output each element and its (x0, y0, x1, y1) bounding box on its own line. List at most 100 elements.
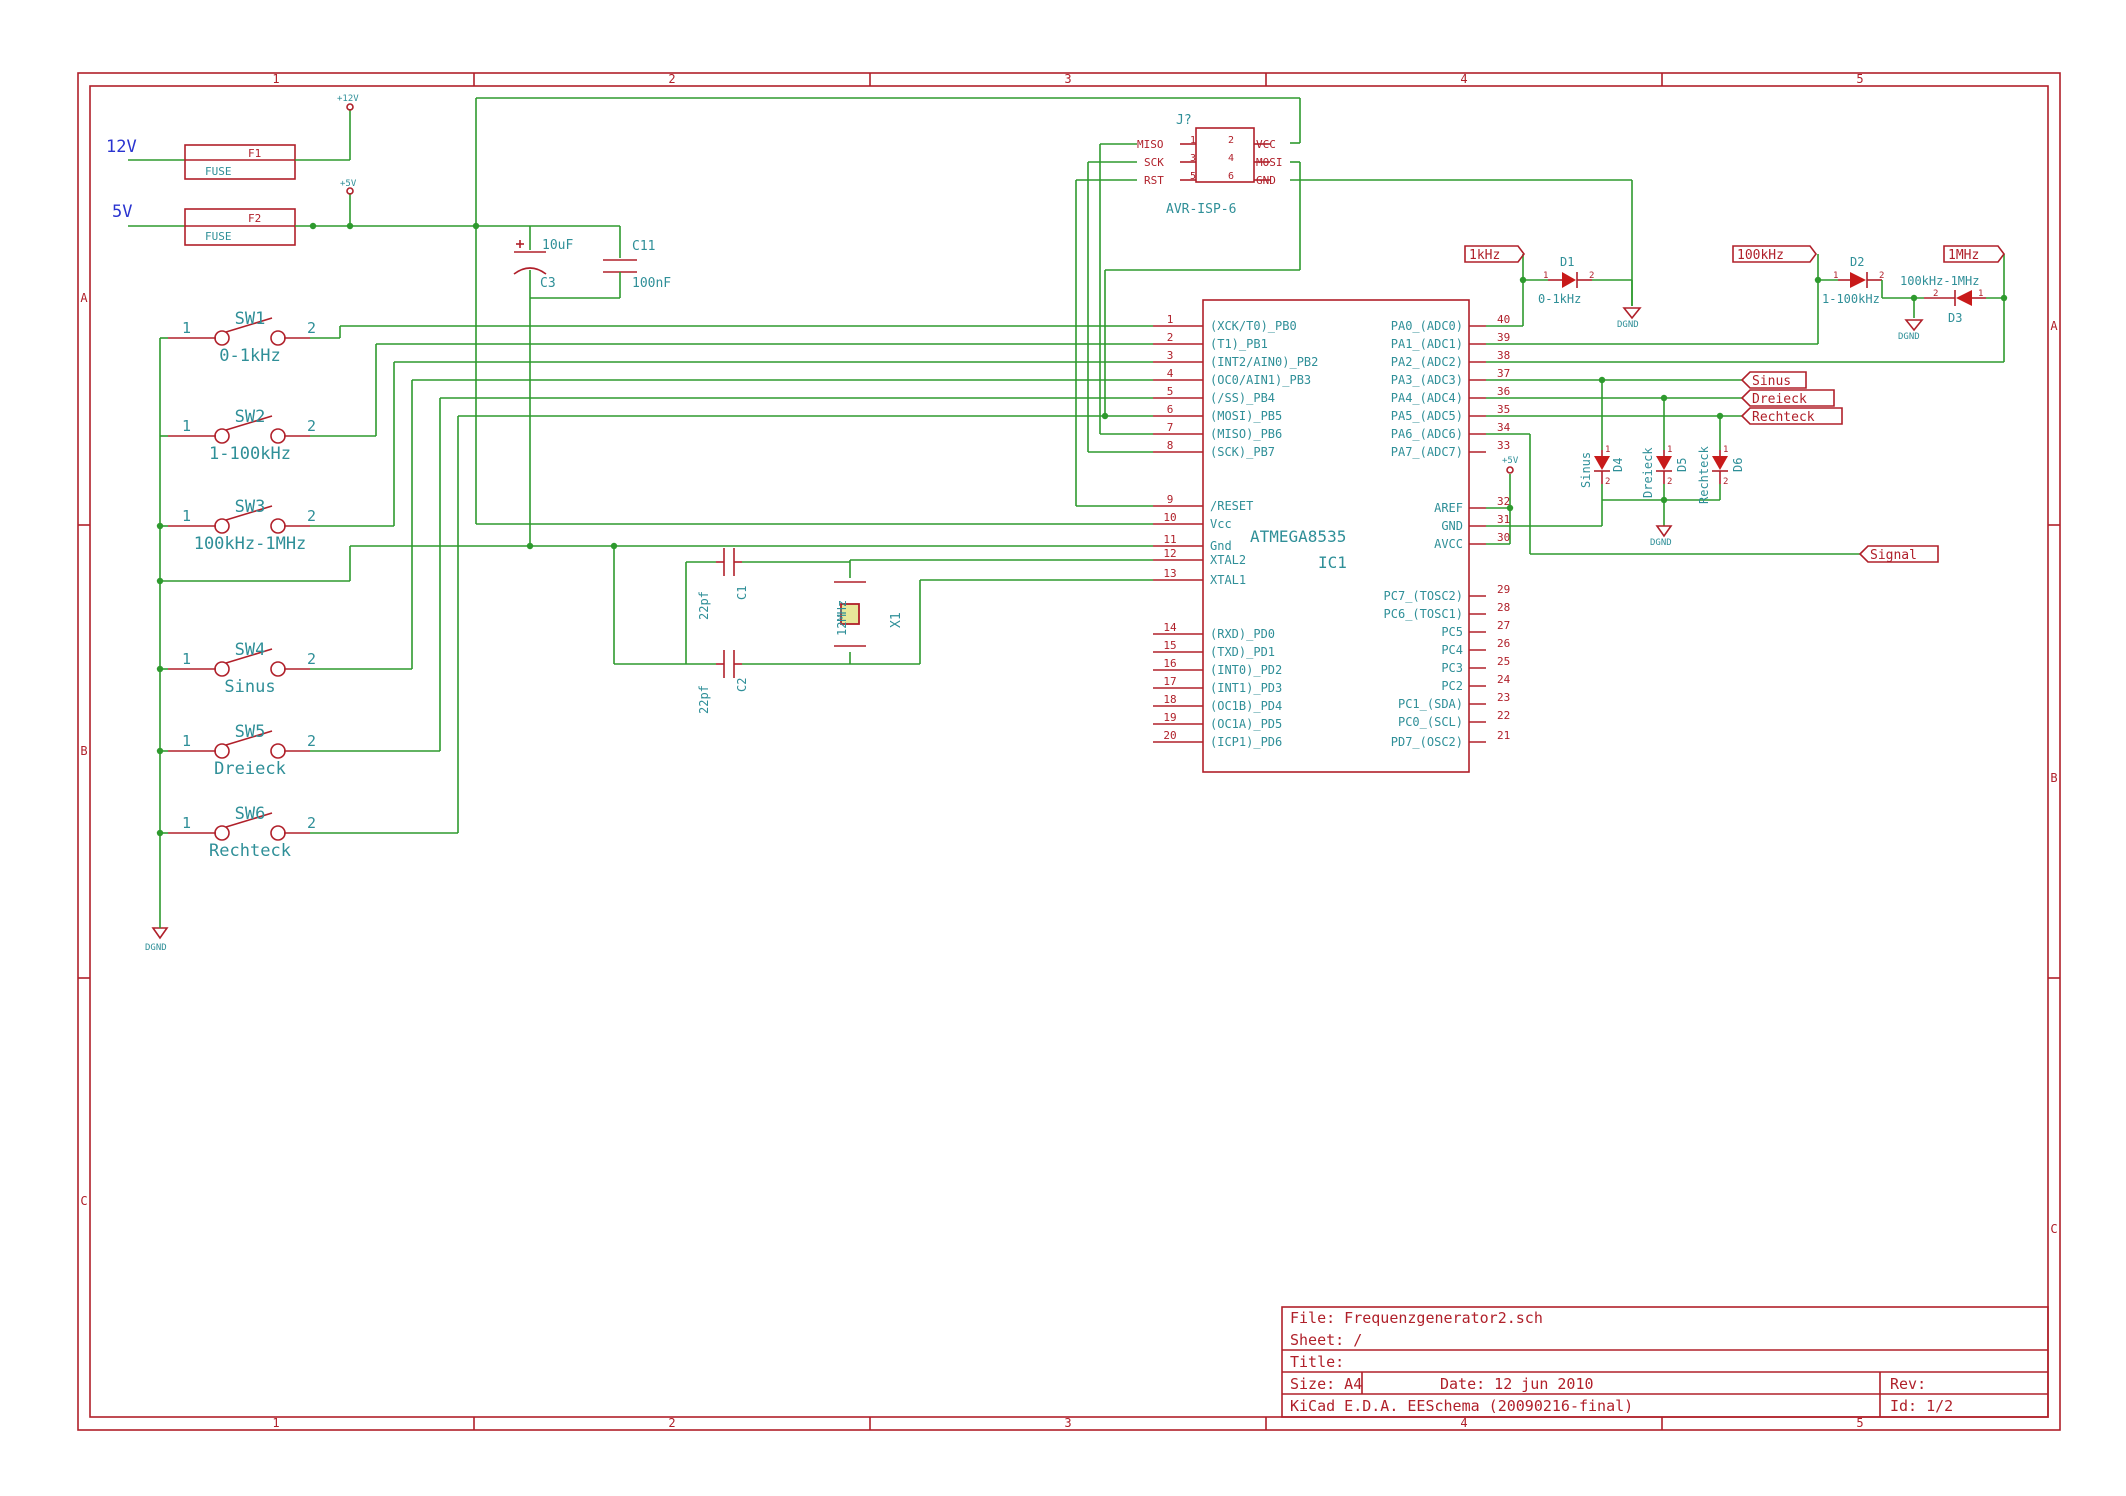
mcu-pin-name: PA2_(ADC2) (1391, 355, 1463, 369)
fuse-f1-value: FUSE (205, 165, 232, 178)
mcu-pin-number: 5 (1167, 385, 1174, 398)
d4-pin1: 1 (1605, 445, 1610, 455)
mcu-left-pins: 1(XCK/T0)_PB02(T1)_PB13(INT2/AIN0)_PB24(… (1153, 313, 1318, 749)
row-a-left: A (80, 291, 88, 305)
net-signal: Signal (1870, 548, 1917, 563)
mcu-pin-name: /RESET (1210, 499, 1253, 513)
tb-title: Title: (1290, 1353, 1344, 1371)
mcu-pin-number: 12 (1163, 547, 1176, 560)
isp-rst-label: RST (1144, 174, 1164, 187)
d2-value: 1-100kHz (1822, 292, 1880, 306)
mcu-pin-number: 28 (1497, 601, 1510, 614)
tb-date: Date: 12 jun 2010 (1440, 1375, 1594, 1393)
border-labels: 1 2 3 4 5 1 2 3 4 5 A B C A B C (80, 72, 2058, 1430)
row-c-left: C (80, 1194, 87, 1208)
isp-pin1: 1 (1190, 135, 1196, 146)
led-d4: Sinus D4 1 2 (1579, 445, 1625, 488)
tb-id: Id: 1/2 (1890, 1397, 1953, 1415)
mcu-right-pins: 40PA0_(ADC0)39PA1_(ADC1)38PA2_(ADC2)37PA… (1384, 313, 1511, 749)
row-b-right: B (2050, 771, 2057, 785)
mcu-pin-name: (SCK)_PB7 (1210, 445, 1275, 459)
mcu-pin-number: 38 (1497, 349, 1510, 362)
mcu-pin-name: PC4 (1441, 643, 1463, 657)
mcu-pin-name: (OC0/AIN1)_PB3 (1210, 373, 1311, 387)
mcu-pin-number: 4 (1167, 367, 1174, 380)
net-sinus: Sinus (1752, 374, 1791, 389)
mcu-pin-name: PA3_(ADC3) (1391, 373, 1463, 387)
dgnd-leds: DGND (1650, 538, 1672, 548)
mcu-pin-number: 1 (1167, 313, 1174, 326)
v12-label: 12V (106, 137, 137, 157)
mcu-pin-number: 11 (1163, 533, 1176, 546)
mcu-right-wires: +5V DGND (1486, 280, 2005, 555)
col-4-bottom: 4 (1460, 1416, 1467, 1430)
plus5-right: +5V (1502, 456, 1519, 466)
switch-pin2: 2 (307, 732, 316, 750)
mcu-pin-number: 37 (1497, 367, 1510, 380)
mcu-pin-name: (T1)_PB1 (1210, 337, 1268, 351)
mcu-pin-number: 35 (1497, 403, 1510, 416)
mcu-pin-number: 18 (1163, 693, 1176, 706)
switch-ref: SW5 (235, 722, 266, 742)
fuse-f2-ref: F2 (248, 212, 261, 225)
gnd-bus: DGND (145, 338, 1153, 953)
fuse-f2 (184, 208, 296, 246)
isp-pin2: 2 (1228, 135, 1234, 146)
d6-value: Rechteck (1697, 445, 1711, 504)
mcu-pin-number: 32 (1497, 495, 1510, 508)
switch-ref: SW2 (235, 407, 266, 427)
switch-value: Rechteck (209, 841, 291, 861)
mcu-pin-name: (MOSI)_PB5 (1210, 409, 1282, 423)
mcu-pin-number: 33 (1497, 439, 1510, 452)
mcu-pin-number: 29 (1497, 583, 1510, 596)
d2-pin2: 2 (1879, 271, 1884, 281)
isp-sck-label: SCK (1144, 156, 1164, 169)
c3-ref: C3 (540, 276, 556, 291)
mcu-pin-number: 25 (1497, 655, 1510, 668)
switch-pin2: 2 (307, 417, 316, 435)
switch-ref: SW4 (235, 640, 266, 660)
switch-pin1: 1 (182, 814, 191, 832)
mcu-pin-name: PC7_(TOSC2) (1384, 589, 1463, 603)
col-2-top: 2 (668, 72, 675, 86)
switch-pin1: 1 (182, 650, 191, 668)
d5-value: Dreieck (1641, 447, 1655, 498)
c11-value: 100nF (632, 276, 671, 291)
switch-value: 0-1kHz (219, 346, 280, 366)
x1-ref: X1 (889, 612, 904, 628)
sheet-border (77, 72, 2061, 1431)
switch-ref: SW6 (235, 804, 266, 824)
mcu-pin-name: AREF (1434, 501, 1463, 515)
d5-pin1: 1 (1667, 445, 1672, 455)
plus5-label: +5V (340, 179, 357, 189)
fuse-f2-value: FUSE (205, 230, 232, 243)
c1-value: 22pf (697, 591, 711, 620)
d4-ref: D4 (1611, 458, 1625, 472)
mcu-pin-number: 8 (1167, 439, 1174, 452)
c3-value: 10uF (542, 238, 573, 253)
net-labels: 1kHz 100kHz 1MHz Sinus Dreieck Rechteck … (1464, 245, 2005, 563)
d3-pin1: 1 (1978, 289, 1983, 299)
mcu-pin-number: 23 (1497, 691, 1510, 704)
fuse-f1-ref: F1 (248, 147, 261, 160)
d5-pin2: 2 (1667, 477, 1672, 487)
mcu-pin-number: 14 (1163, 621, 1177, 634)
net-dreieck: Dreieck (1752, 392, 1807, 407)
mcu-pin-name: PD7_(OSC2) (1391, 735, 1463, 749)
mcu-pin-name: (XCK/T0)_PB0 (1210, 319, 1297, 333)
mcu-pin-name: PC1_(SDA) (1398, 697, 1463, 711)
mcu-pin-number: 36 (1497, 385, 1510, 398)
mcu-pin-name: Vcc (1210, 517, 1232, 531)
c1-ref: C1 (735, 586, 749, 600)
led-d1: D1 0-1kHz 1 2 DGND (1519, 254, 1642, 330)
mcu-pin-name: Gnd (1210, 539, 1232, 553)
tb-rev: Rev: (1890, 1375, 1926, 1393)
switch-ref: SW3 (235, 497, 266, 517)
switch-pin1: 1 (182, 417, 191, 435)
c11-ref: C11 (632, 239, 655, 254)
dgnd-d1: DGND (1617, 320, 1639, 330)
